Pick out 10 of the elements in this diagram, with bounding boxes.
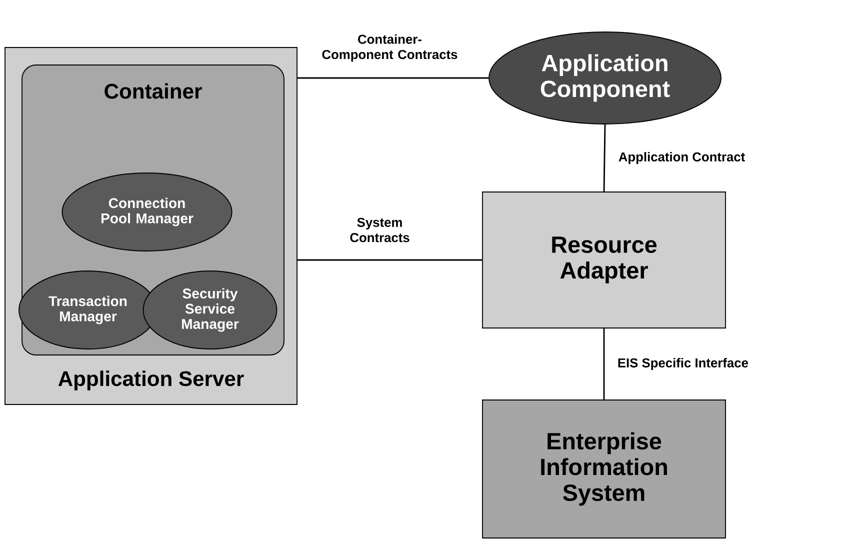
- edge-label: Container-Component Contracts: [322, 34, 458, 62]
- connector-line: [603, 328, 605, 400]
- edge-label: EIS Specific Interface: [618, 358, 748, 370]
- adapter-box: Resource Adapter: [482, 192, 726, 328]
- edge-label: Application Contract: [618, 152, 745, 164]
- connector-line: [603, 124, 606, 192]
- connector-line: [297, 77, 489, 79]
- connector-line: [297, 259, 482, 261]
- edge-label: System Contracts: [350, 218, 410, 242]
- system-box: Enterprise Information System: [482, 400, 726, 538]
